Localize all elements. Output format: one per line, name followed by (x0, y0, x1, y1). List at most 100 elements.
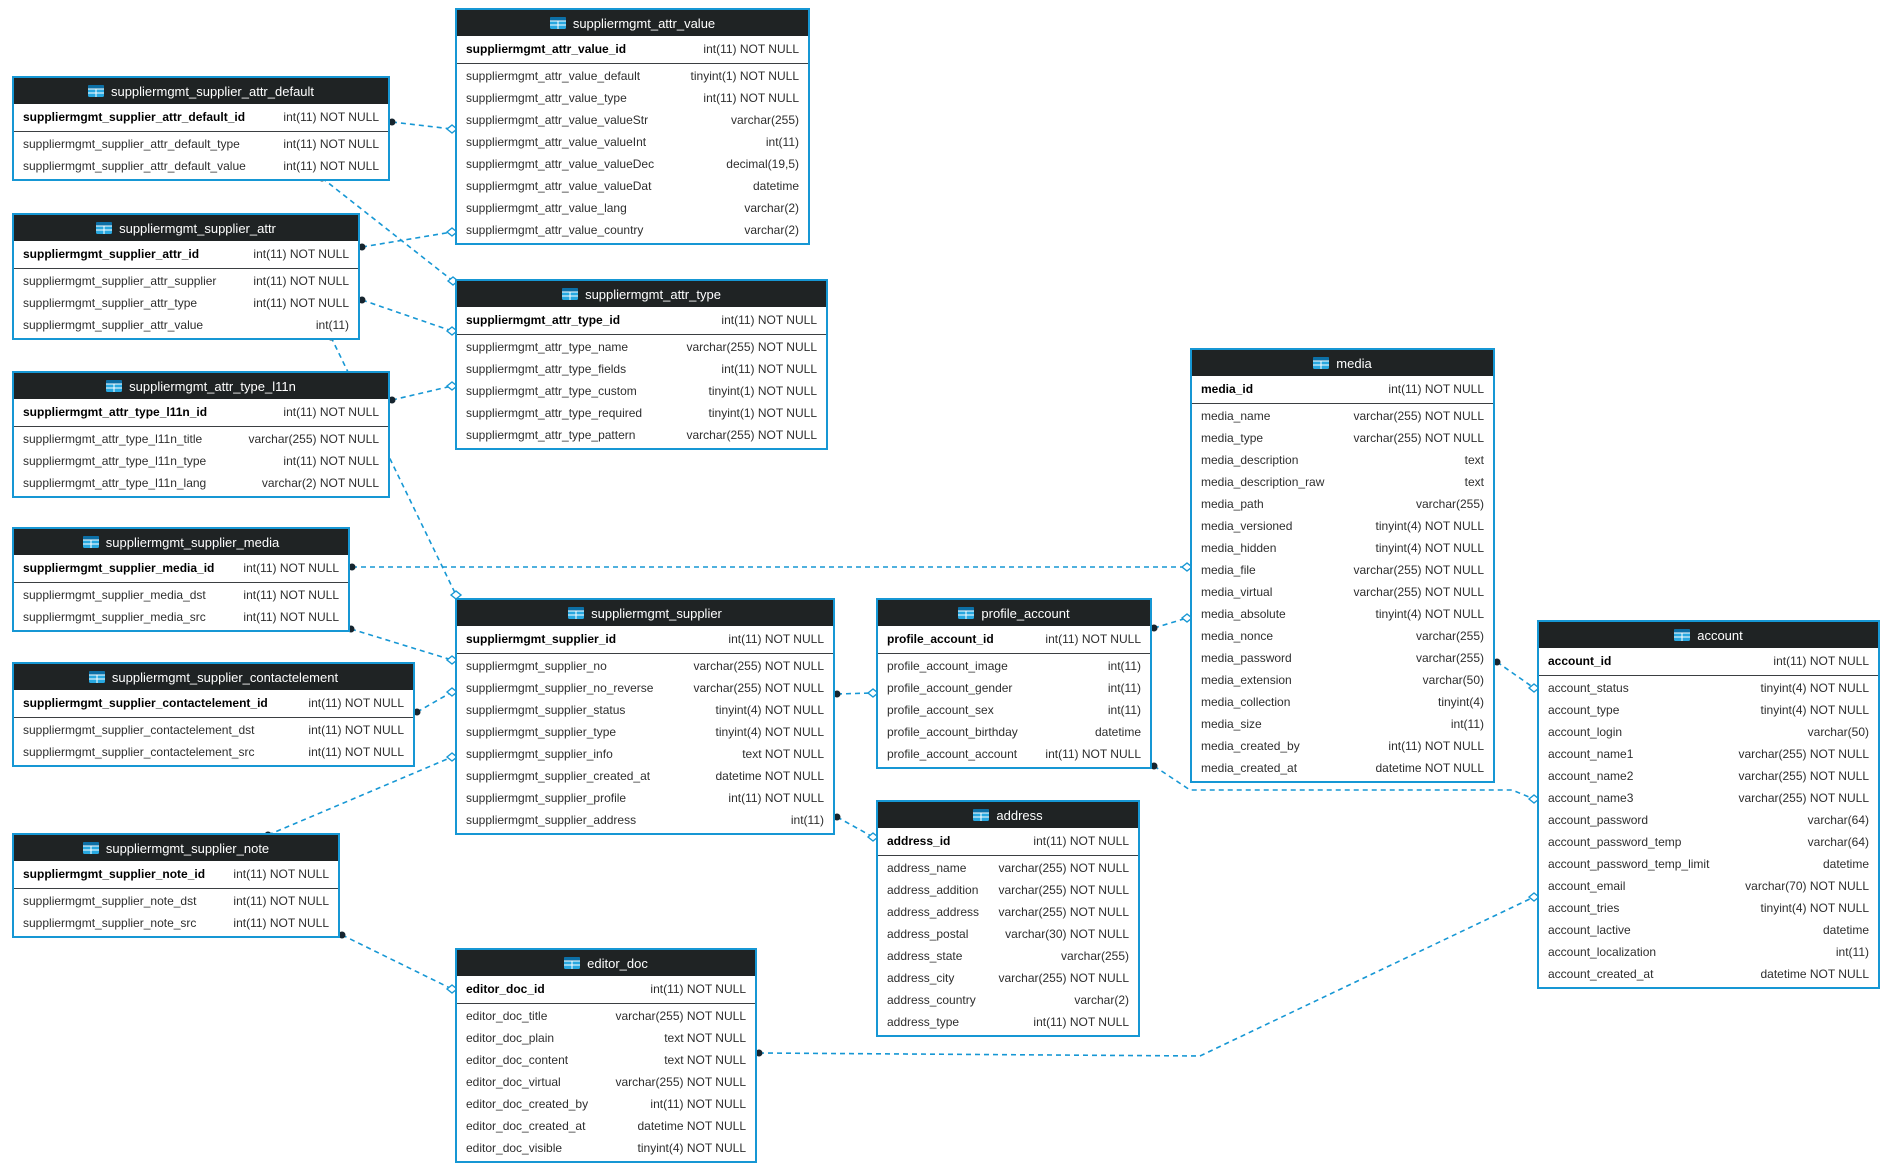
table-header[interactable]: address (878, 802, 1138, 828)
field-row[interactable]: suppliermgmt_supplier_contactelement_dst… (14, 719, 413, 741)
table-header[interactable]: media (1192, 350, 1493, 376)
table-header[interactable]: suppliermgmt_supplier_media (14, 529, 348, 555)
table-header[interactable]: profile_account (878, 600, 1150, 626)
table-header[interactable]: suppliermgmt_supplier (457, 600, 833, 626)
field-row[interactable]: suppliermgmt_supplier_contactelement_src… (14, 741, 413, 763)
table-header[interactable]: suppliermgmt_supplier_note (14, 835, 338, 861)
table-header[interactable]: suppliermgmt_attr_value (457, 10, 808, 36)
table-header[interactable]: suppliermgmt_attr_type_l11n (14, 373, 388, 399)
table-header[interactable]: suppliermgmt_supplier_attr_default (14, 78, 388, 104)
table-header[interactable]: suppliermgmt_attr_type (457, 281, 826, 307)
table-header[interactable]: editor_doc (457, 950, 755, 976)
table-header[interactable]: suppliermgmt_supplier_contactelement (14, 664, 413, 690)
table-suppliermgmt_supplier_note[interactable]: suppliermgmt_supplier_note suppliermgmt_s… (12, 833, 340, 938)
field-row[interactable]: suppliermgmt_supplier_attr_default_value… (14, 155, 388, 177)
